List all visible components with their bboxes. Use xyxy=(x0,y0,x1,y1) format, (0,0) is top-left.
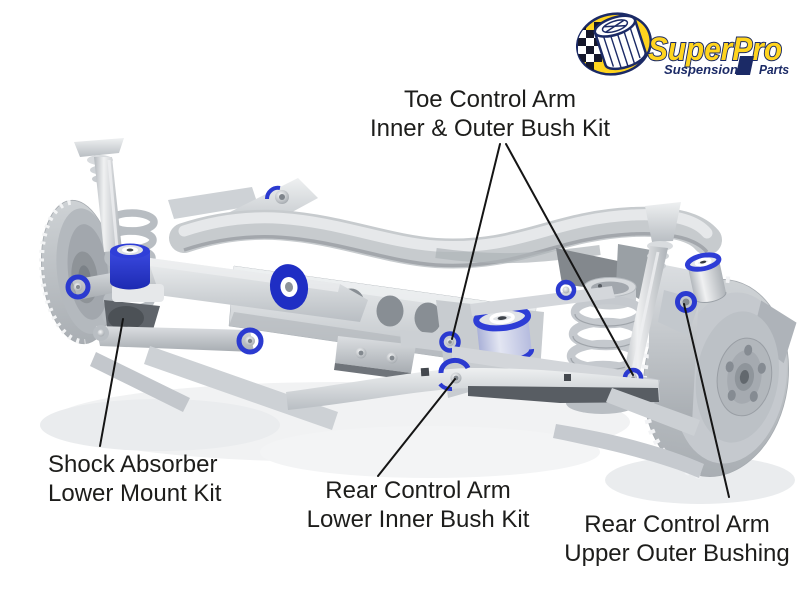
shock-lower-mount-pocket xyxy=(108,306,144,330)
left-shock-absorber xyxy=(74,138,124,252)
callout-line: Shock Absorber xyxy=(48,451,218,478)
bushing-rear-arm-lower-inner xyxy=(438,357,471,374)
callout-toe-control-arm: Toe Control Arm Inner & Outer Bush Kit xyxy=(325,85,655,143)
leader-line-rear-lower xyxy=(377,378,456,477)
rotor-vent-slots xyxy=(38,199,86,345)
bushing-upper-link xyxy=(555,279,577,301)
ground-shadow xyxy=(40,382,795,504)
leader-lines xyxy=(99,143,730,498)
callout-rear-control-arm-lower: Rear Control Arm Lower Inner Bush Kit xyxy=(287,476,549,534)
leader-line-rear-upper xyxy=(683,303,730,498)
bushing-subframe-front-mount xyxy=(269,264,309,310)
callout-line: Inner & Outer Bush Kit xyxy=(369,115,611,142)
bushing-icon xyxy=(593,14,647,71)
bushing-left-arm-outer xyxy=(65,274,91,300)
logo-tagline-left: Suspension xyxy=(664,62,738,77)
callout-rear-control-arm-upper: Rear Control Arm Upper Outer Bushing xyxy=(546,510,800,568)
leader-line-toe-outer xyxy=(505,143,634,376)
brake-caliper-bracket xyxy=(751,300,797,364)
logo-p-leg xyxy=(736,56,754,75)
logo-brand-text: SuperPro xyxy=(648,31,782,67)
superpro-logo-art: SuperPro Suspension Parts xyxy=(576,12,789,77)
callout-shock-absorber: Shock Absorber Lower Mount Kit xyxy=(48,450,221,508)
callout-line: Rear Control Arm xyxy=(325,477,511,504)
logo-tagline-right: Parts xyxy=(759,62,789,77)
bushing-shock-mount-cylinder xyxy=(110,243,164,302)
bushing-upper-bracket xyxy=(264,185,281,200)
callout-line: Upper Outer Bushing xyxy=(564,540,790,567)
callout-line: Lower Mount Kit xyxy=(48,480,222,507)
wheel-lug-holes xyxy=(725,344,766,402)
bushing-rear-arm-upper-cylinder xyxy=(684,252,727,303)
leader-line-toe-inner xyxy=(451,143,501,340)
callout-line: Lower Inner Bush Kit xyxy=(306,506,530,533)
callout-line: Rear Control Arm xyxy=(584,511,770,538)
bushing-rear-arm-front xyxy=(473,304,535,365)
callout-line: Toe Control Arm xyxy=(403,86,577,113)
rear-lower-control-arm xyxy=(286,357,704,478)
superpro-logo: SuperPro Suspension Parts xyxy=(576,4,792,78)
leader-line-shock-mount xyxy=(99,318,124,447)
right-brake-rotor xyxy=(640,276,797,480)
bushing-left-arm-inner xyxy=(236,327,264,355)
